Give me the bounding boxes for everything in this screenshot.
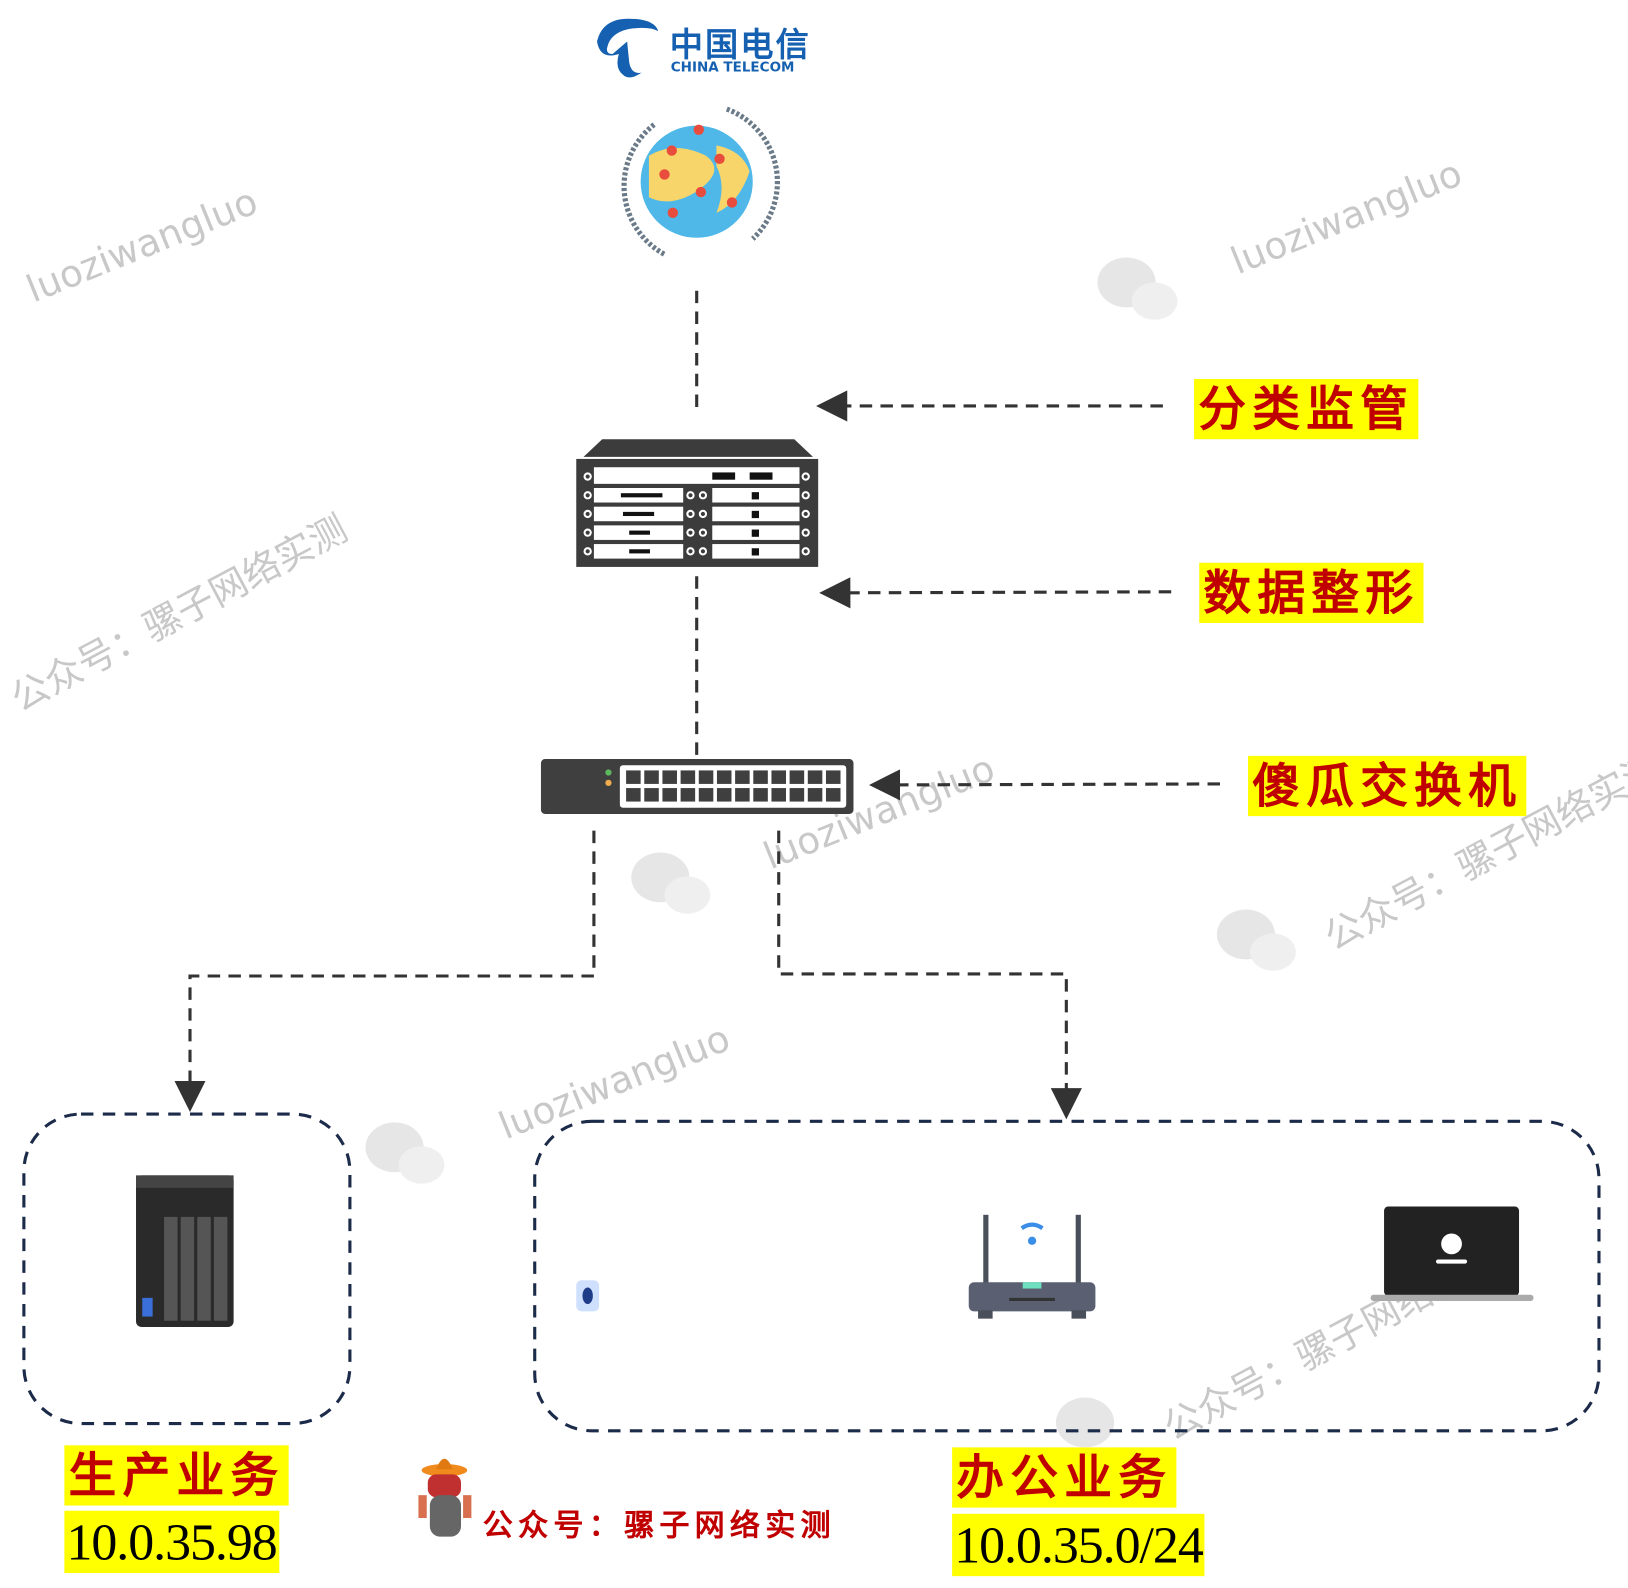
arrow-switch (869, 769, 1221, 801)
switch-port (807, 788, 823, 802)
switch-port (626, 788, 641, 802)
nas-storage-icon (136, 1175, 234, 1327)
wireless-router-icon (968, 1214, 1096, 1319)
arrow-shaping (819, 577, 1172, 609)
switch-port (662, 788, 677, 802)
switch-port (735, 788, 750, 802)
switch-port (789, 770, 805, 784)
switch-port (626, 770, 641, 784)
mascot-icon (418, 1458, 472, 1537)
switch-port (698, 788, 714, 802)
firewall-device-icon (576, 439, 819, 567)
production-ip: 10.0.35.98 (64, 1510, 279, 1574)
china-telecom-logo-en: CHINA TELECOM (670, 60, 795, 76)
wechat-watermark-icons (365, 257, 1296, 1448)
switch-port (771, 788, 786, 802)
switch-port (644, 770, 659, 784)
switch-port (644, 788, 659, 802)
footer-account: 公众号：骡子网络实测 (482, 1507, 836, 1543)
switch-port (716, 788, 732, 802)
switch-port (680, 770, 696, 784)
link-switch-production (174, 830, 596, 1113)
switch-port (771, 770, 786, 784)
label-switch: 傻瓜交换机 (1248, 755, 1527, 817)
switch-port (753, 788, 768, 802)
label-classify: 分类监管 (1194, 378, 1419, 440)
switch-port (807, 770, 823, 784)
switch-device-icon (540, 758, 854, 815)
label-production: 生产业务 (64, 1445, 289, 1506)
office-zone (533, 1119, 1601, 1433)
internet-globe-icon (621, 106, 781, 257)
laptop-icon (1370, 1206, 1534, 1301)
china-telecom-logo-icon (597, 18, 659, 78)
mobile-device-icon (576, 1280, 600, 1312)
link-switch-office (777, 830, 1082, 1120)
switch-port (735, 770, 750, 784)
switch-port (825, 788, 841, 802)
switch-port (716, 770, 732, 784)
china-telecom-logo-cn: 中国电信 (669, 24, 811, 65)
office-ip: 10.0.35.0/24 (952, 1513, 1205, 1577)
production-zone (22, 1112, 352, 1426)
switch-port (662, 770, 677, 784)
switch-port (680, 788, 696, 802)
switch-port (753, 770, 768, 784)
switch-port (825, 770, 841, 784)
label-office: 办公业务 (952, 1447, 1177, 1508)
label-shaping: 数据整形 (1199, 562, 1424, 623)
switch-port (698, 770, 714, 784)
switch-port (789, 788, 805, 802)
